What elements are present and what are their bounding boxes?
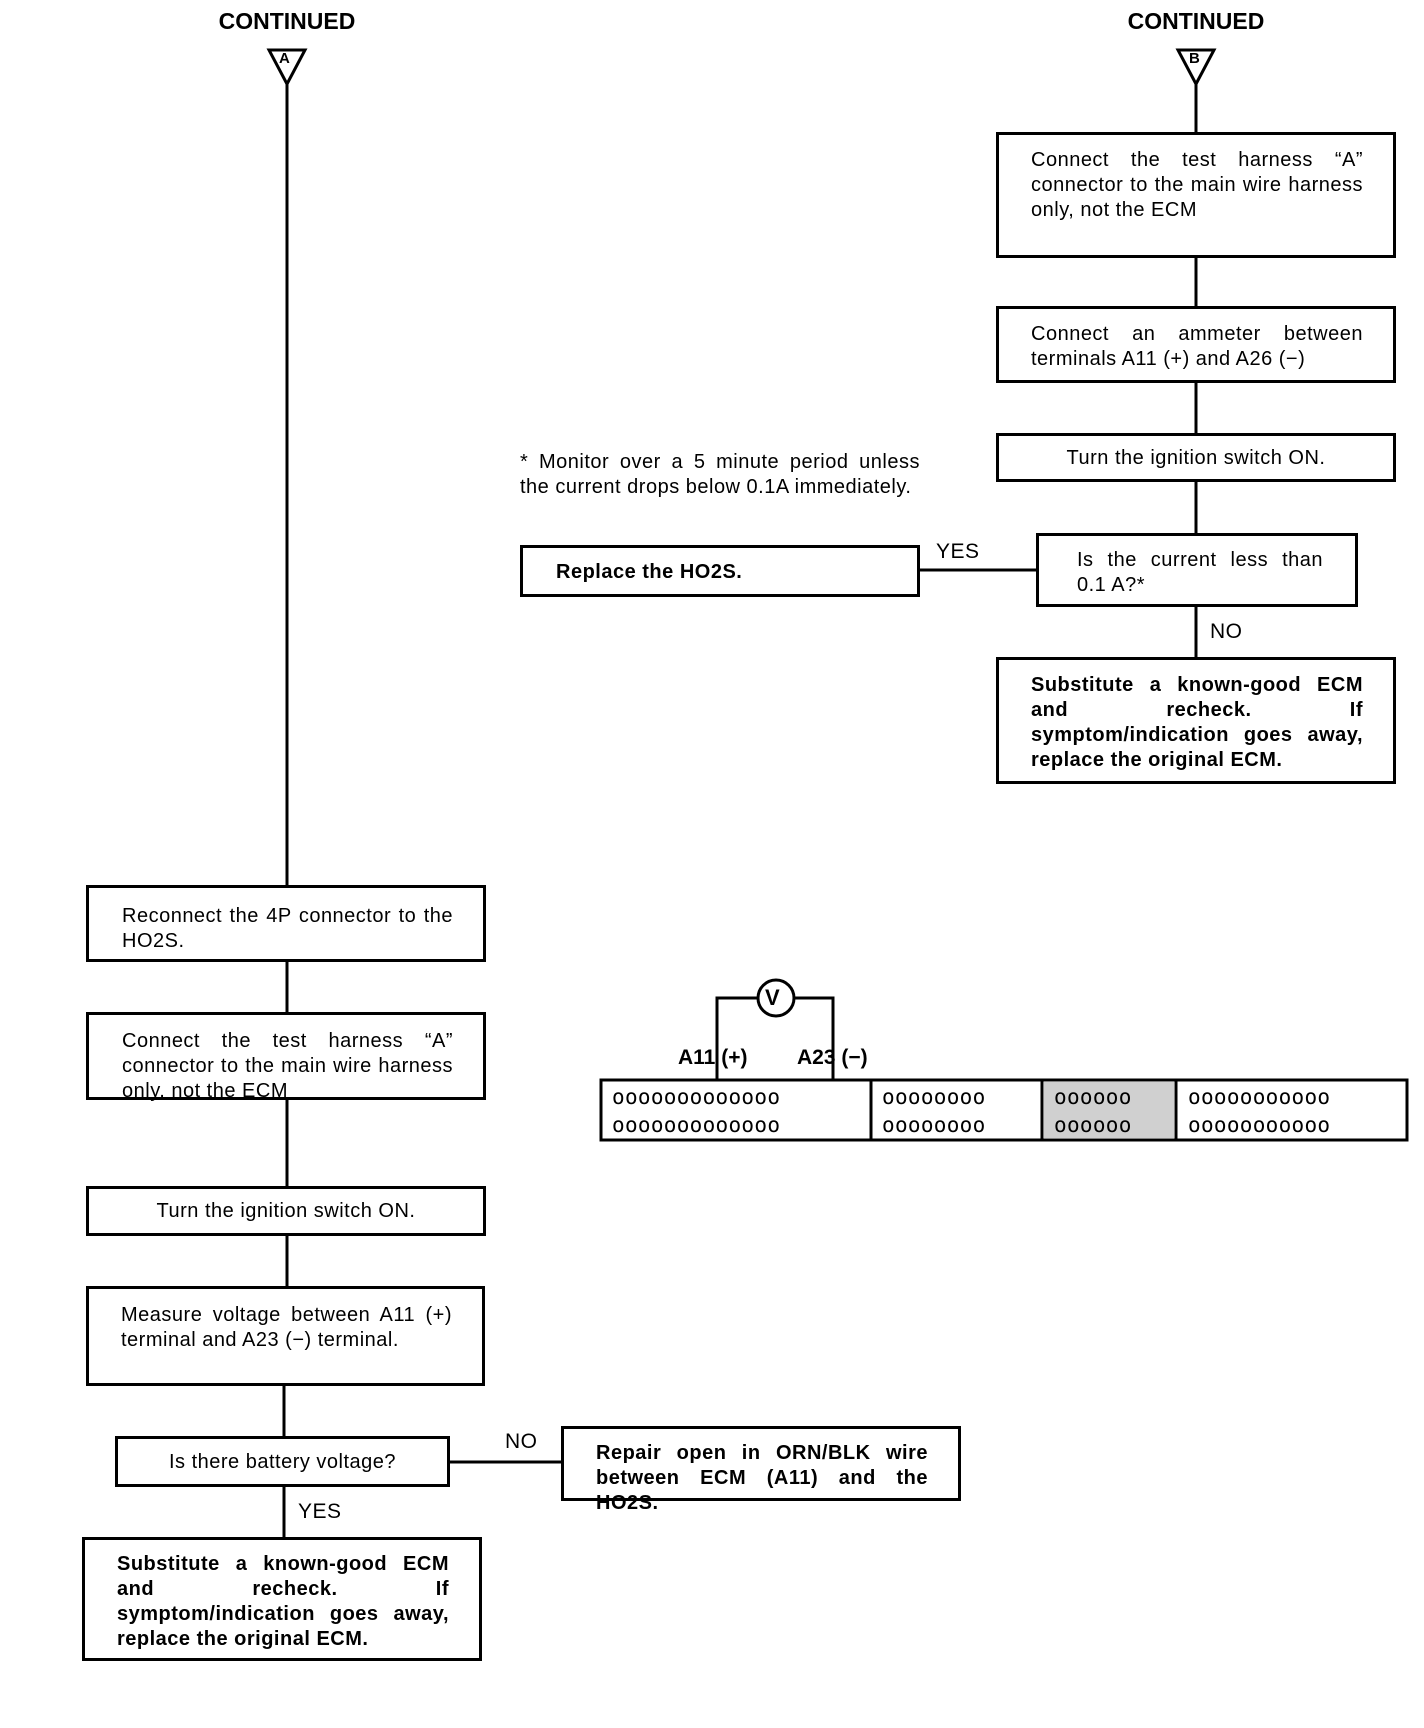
connector-row-2-section-4: ooooooooooo [1188, 1113, 1331, 1137]
right-no-result-box: Substitute a known-good ECM and recheck.… [996, 657, 1396, 784]
left-step-1: Reconnect the 4P connector to the HO2S. [86, 885, 486, 962]
connector-row-1-section-4: ooooooooooo [1188, 1085, 1331, 1109]
voltmeter-icon [756, 978, 796, 1018]
right-question-text: Is the current less than 0.1 A?* [1077, 549, 1323, 596]
marker-a-triangle [266, 48, 308, 88]
left-step-4: Measure voltage between A11 (+) terminal… [86, 1286, 485, 1386]
connector-row-2-section-2: oooooooo [882, 1113, 986, 1137]
connector-shaded-section [1044, 1082, 1174, 1138]
left-yes-label: YES [298, 1500, 342, 1523]
left-no-result-text: Repair open in ORN/BLK wire between ECM … [596, 1442, 928, 1514]
ecm-connector-body [599, 1078, 1409, 1142]
terminal-a11-label: A11 (+) [678, 1046, 748, 1069]
right-step-1: Connect the test harness “A” connector t… [996, 132, 1396, 258]
left-yes-result-text: Substitute a known-good ECM and recheck.… [117, 1553, 449, 1650]
right-continued-label: CONTINUED [1127, 8, 1265, 34]
right-step-1-text: Connect the test harness “A” connector t… [1031, 149, 1363, 221]
right-marker-letter: B [1189, 50, 1200, 67]
left-step-3-text: Turn the ignition switch ON. [156, 1200, 416, 1222]
connector-row-1-section-3: oooooo [1054, 1085, 1132, 1109]
right-footnote: * Monitor over a 5 minute period unless … [520, 451, 920, 498]
right-no-label: NO [1210, 620, 1243, 643]
left-question-text: Is there battery voltage? [168, 1451, 397, 1473]
marker-b-triangle [1175, 48, 1217, 88]
connector-row-2-section-1: ooooooooooooo [612, 1113, 781, 1137]
right-yes-label: YES [936, 540, 980, 563]
terminal-a23-label: A23 (−) [797, 1046, 868, 1069]
right-step-2-text: Connect an ammeter between terminals A11… [1031, 323, 1363, 370]
left-marker-letter: A [279, 50, 290, 67]
right-step-3: Turn the ignition switch ON. [996, 433, 1396, 482]
left-no-label: NO [505, 1430, 538, 1453]
left-no-result-box: Repair open in ORN/BLK wire between ECM … [561, 1426, 961, 1514]
right-no-result-text: Substitute a known-good ECM and recheck.… [1031, 674, 1363, 771]
right-yes-result-box: Replace the HO2S. [520, 545, 920, 597]
left-step-1-text: Reconnect the 4P connector to the HO2S. [122, 905, 453, 952]
left-yes-result-box: Substitute a known-good ECM and recheck.… [82, 1537, 482, 1661]
left-step-3: Turn the ignition switch ON. [86, 1186, 486, 1236]
voltmeter-symbol: V [765, 985, 780, 1010]
left-step-4-text: Measure voltage between A11 (+) terminal… [121, 1304, 452, 1351]
left-continued-label: CONTINUED [218, 8, 356, 34]
left-question-box: Is there battery voltage? [115, 1436, 450, 1487]
right-step-2: Connect an ammeter between terminals A11… [996, 306, 1396, 383]
connector-row-2-section-3: oooooo [1054, 1113, 1132, 1137]
left-step-2: Connect the test harness “A” connector t… [86, 1012, 486, 1102]
left-step-2-text: Connect the test harness “A” connector t… [122, 1030, 453, 1102]
connector-row-1-section-2: oooooooo [882, 1085, 986, 1109]
right-question-box: Is the current less than 0.1 A?* [1036, 533, 1358, 607]
right-yes-result-text: Replace the HO2S. [556, 561, 743, 583]
connector-row-1-section-1: ooooooooooooo [612, 1085, 781, 1109]
right-step-3-text: Turn the ignition switch ON. [1066, 447, 1326, 469]
